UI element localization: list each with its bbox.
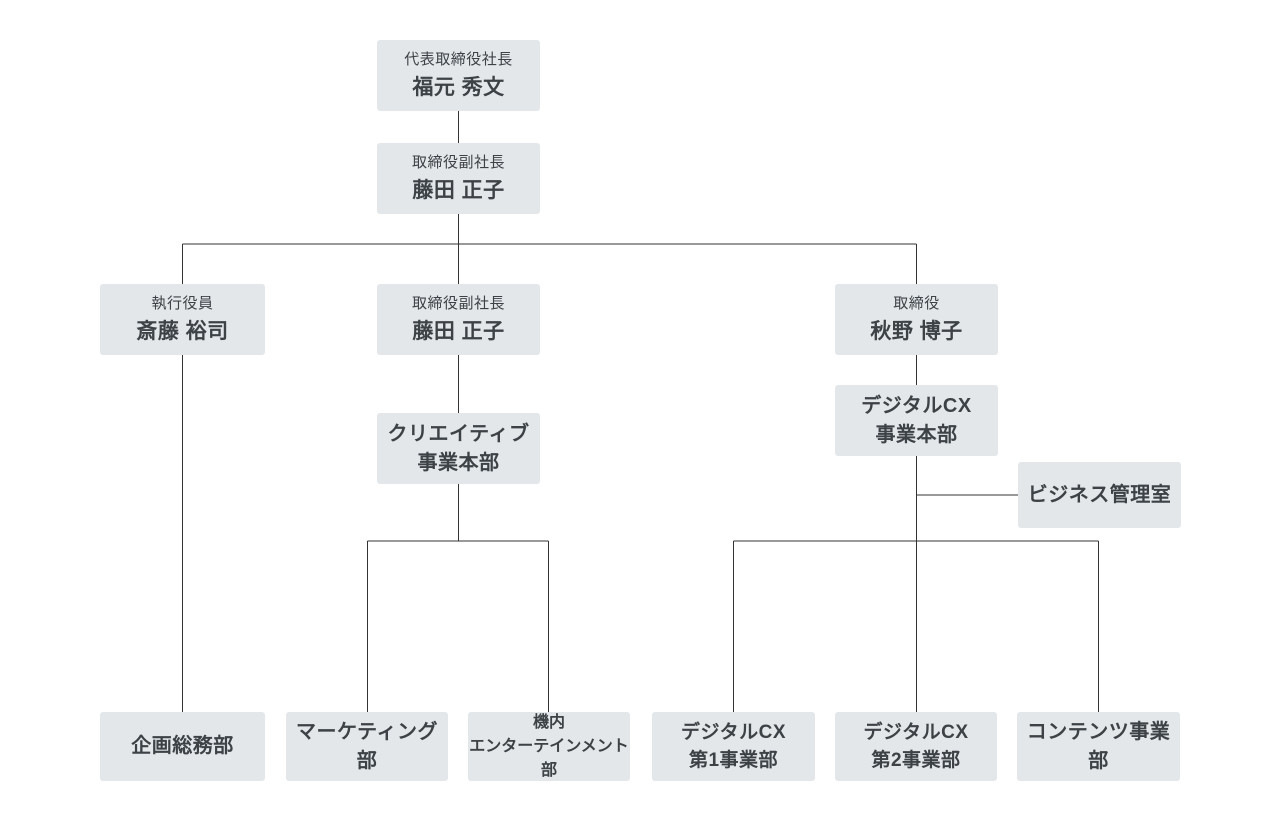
org-node-content-business-dept: コンテンツ事業部 (1017, 712, 1180, 781)
person-name: 秋野 博子 (870, 319, 963, 343)
department-label: コンテンツ事業部 (1026, 720, 1171, 772)
division-label-line1: クリエイティブ (387, 422, 530, 445)
role-title: 取締役副社長 (411, 294, 505, 312)
org-node-inflight-entertainment-dept: 機内 エンターテインメント部 (468, 712, 630, 781)
org-node-creative-division: クリエイティブ 事業本部 (377, 413, 540, 484)
org-node-marketing-dept: マーケティング部 (286, 712, 448, 781)
office-label: ビジネス管理室 (1027, 483, 1172, 506)
role-title: 執行役員 (151, 294, 214, 312)
person-name: 藤田 正子 (412, 319, 505, 343)
department-label-line2: 第2事業部 (871, 749, 961, 771)
org-node-business-management-office: ビジネス管理室 (1018, 462, 1181, 528)
org-node-digital-cx-1st-dept: デジタルCX 第1事業部 (652, 712, 815, 781)
org-node-digital-cx-division: デジタルCX 事業本部 (835, 385, 998, 456)
org-node-president: 代表取締役社長 福元 秀文 (377, 40, 540, 111)
department-label: マーケティング部 (296, 720, 438, 772)
department-label-line1: デジタルCX (680, 721, 786, 743)
department-label-line1: デジタルCX (863, 721, 969, 743)
department-label: 企画総務部 (131, 735, 234, 757)
department-label-line1: 機内 (532, 713, 565, 731)
department-label-line2: 第1事業部 (688, 749, 779, 771)
org-node-planning-general-affairs-dept: 企画総務部 (100, 712, 265, 781)
org-node-vice-president: 取締役副社長 藤田 正子 (377, 284, 540, 355)
role-title: 代表取締役社長 (404, 50, 513, 68)
org-node-executive-officer: 執行役員 斎藤 裕司 (100, 284, 265, 355)
org-node-digital-cx-2nd-dept: デジタルCX 第2事業部 (835, 712, 997, 781)
org-node-director: 取締役 秋野 博子 (835, 284, 998, 355)
person-name: 藤田 正子 (412, 178, 505, 202)
role-title: 取締役副社長 (411, 153, 505, 171)
division-label-line2: 事業本部 (417, 451, 500, 474)
division-label-line1: デジタルCX (861, 394, 972, 417)
department-label-line2: エンターテインメント部 (469, 737, 629, 779)
person-name: 福元 秀文 (412, 75, 505, 99)
division-label-line2: 事業本部 (875, 423, 958, 446)
person-name: 斎藤 裕司 (136, 319, 229, 343)
org-node-vice-president-top: 取締役副社長 藤田 正子 (377, 143, 540, 214)
role-title: 取締役 (893, 294, 940, 312)
